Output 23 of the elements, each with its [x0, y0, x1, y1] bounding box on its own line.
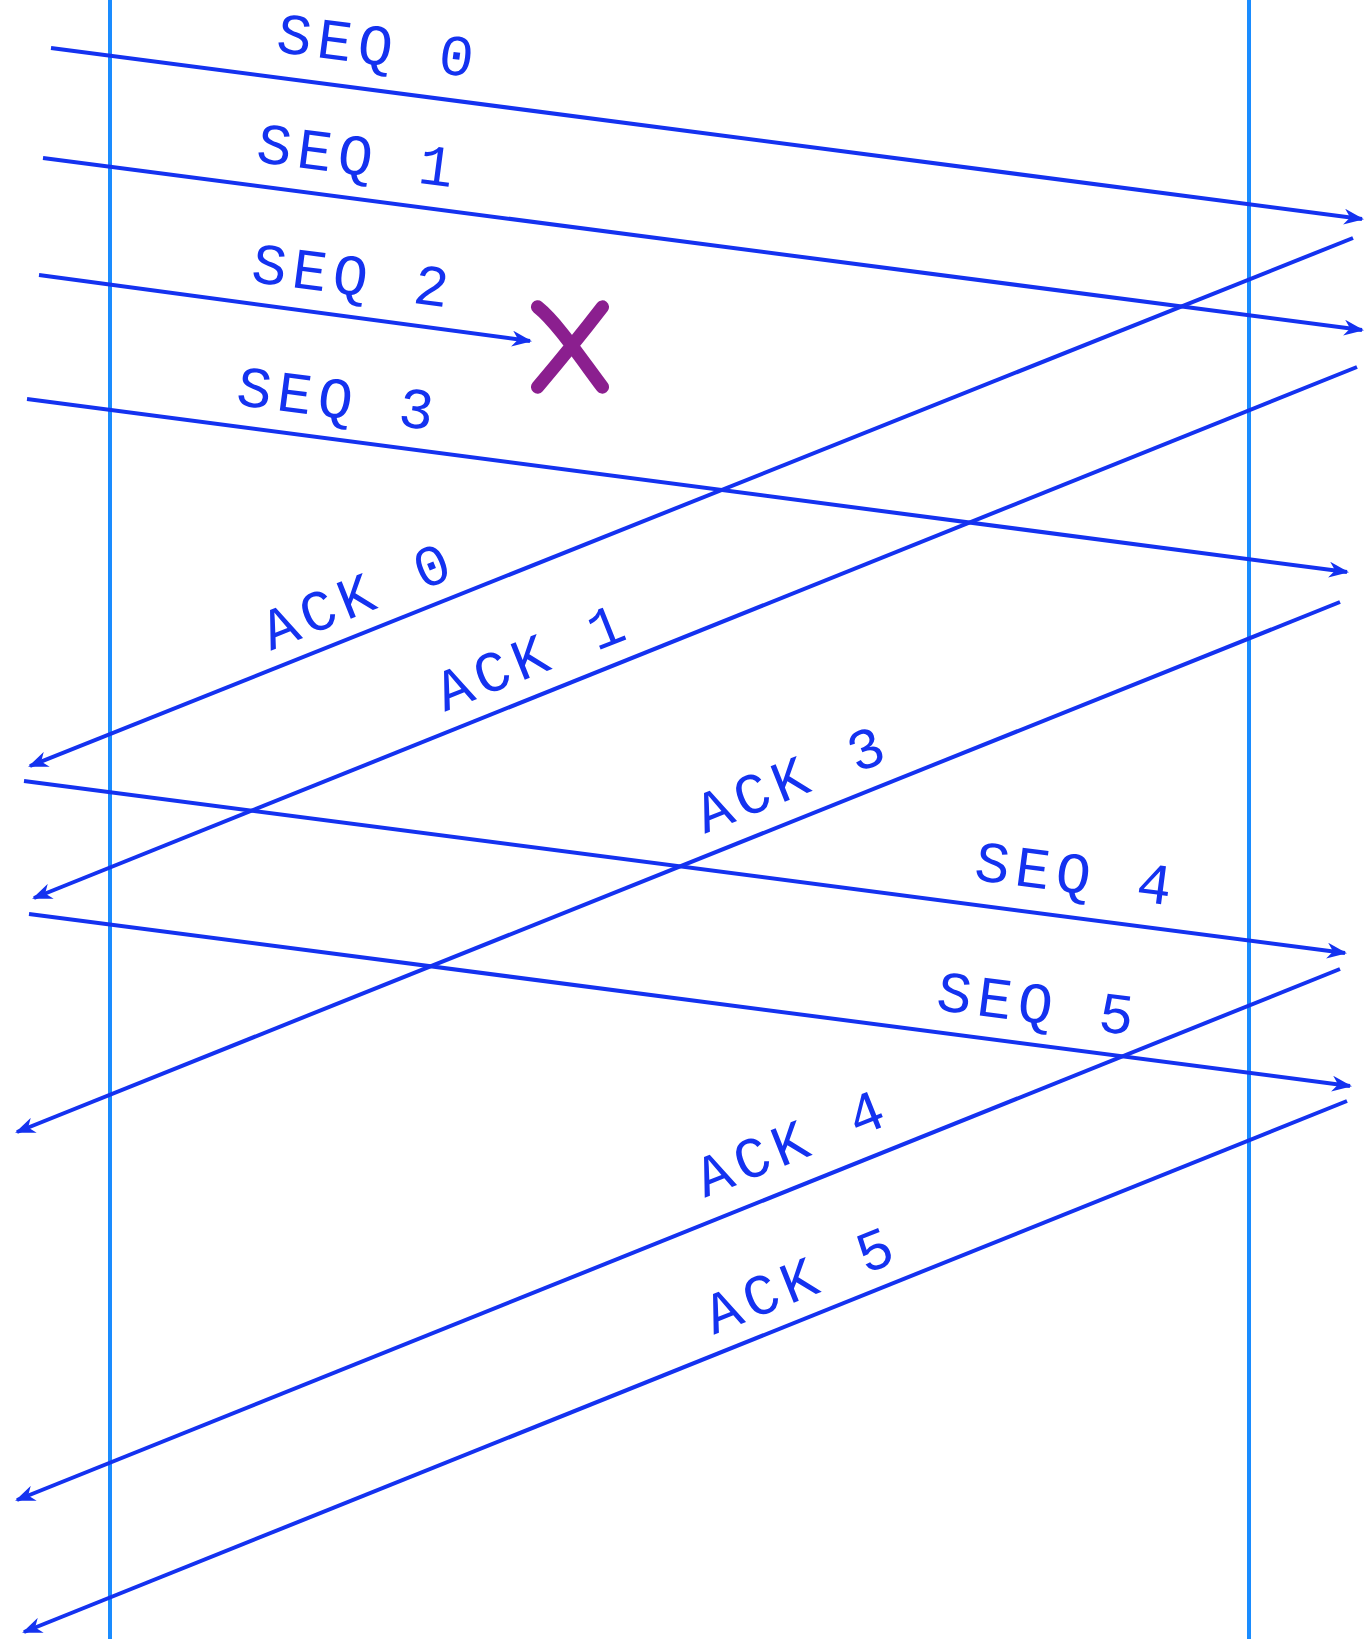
edge-label: SEQ 5	[933, 966, 1143, 1050]
lost-packet-cross-icon	[530, 297, 610, 397]
edge-label: SEQ 0	[273, 8, 483, 92]
edge-label: SEQ 4	[971, 836, 1181, 920]
edge-label: SEQ 2	[248, 238, 458, 322]
edge-label: ACK 5	[697, 1218, 909, 1348]
edge-label: ACK 4	[688, 1081, 900, 1211]
arrow	[23, 779, 1347, 959]
arrow	[15, 600, 1341, 1134]
edge-label: ACK 3	[688, 717, 900, 847]
arrow	[26, 397, 1349, 578]
edge-label: SEQ 1	[253, 118, 463, 202]
arrow	[22, 1099, 1348, 1634]
arrow	[42, 156, 1364, 336]
arrow	[28, 236, 1354, 768]
arrow	[28, 912, 1352, 1092]
arrow	[32, 365, 1358, 900]
lifeline	[1247, 0, 1251, 1639]
arrow	[15, 967, 1341, 1502]
edge-label: SEQ 3	[233, 361, 443, 445]
arrow	[50, 46, 1364, 225]
arrow	[38, 273, 532, 347]
lifeline	[108, 0, 112, 1639]
